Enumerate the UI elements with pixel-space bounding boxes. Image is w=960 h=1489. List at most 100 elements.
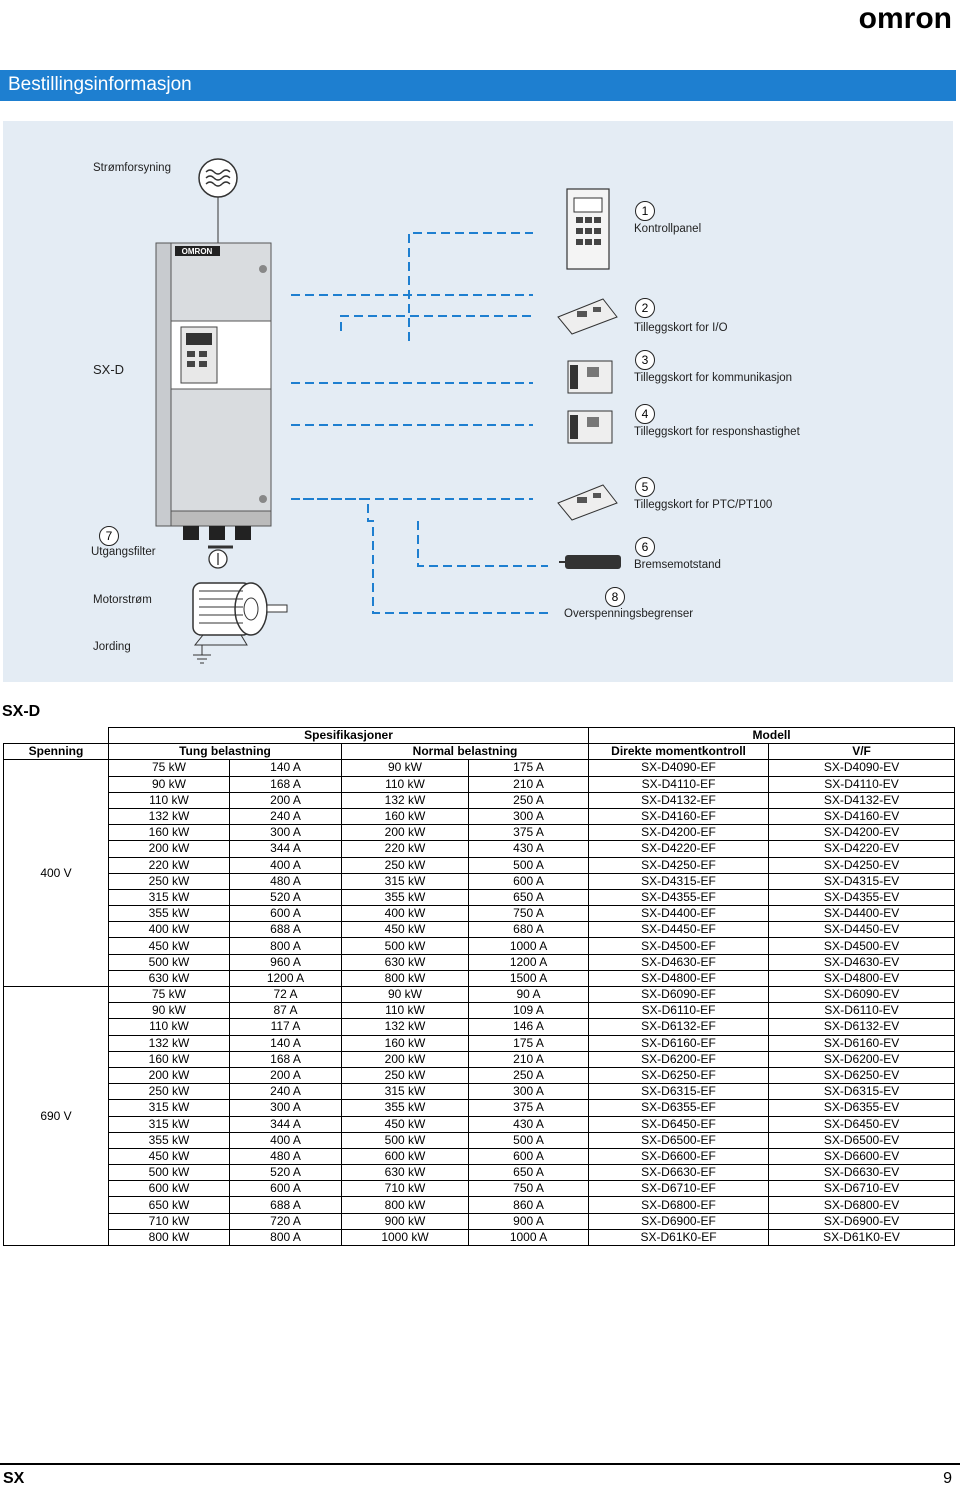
table-cell: 315 kW (108, 1099, 230, 1117)
control-panel-label: Kontrollpanel (634, 223, 702, 235)
table-cell: 160 kW (341, 1034, 469, 1052)
table-cell: 600 A (229, 1180, 342, 1198)
badge-1: 1 (635, 201, 655, 221)
table-cell: 630 kW (341, 1164, 469, 1182)
table-cell: 400 kW (341, 905, 469, 923)
table-cell: SX-D4800-EV (768, 969, 956, 988)
table-cell: 650 A (467, 888, 590, 907)
table-cell: 90 kW (108, 1002, 230, 1020)
component-diagram: OMRON (3, 121, 953, 682)
table-cell: 140 A (229, 1034, 342, 1052)
table-cell: 355 kW (341, 888, 469, 907)
table-cell: 210 A (467, 775, 590, 793)
table-cell: 480 A (229, 872, 342, 890)
table-cell: 168 A (229, 1050, 342, 1068)
table-cell: 315 kW (341, 1083, 469, 1101)
table-cell: 500 kW (341, 937, 469, 955)
control-panel-icon (566, 188, 610, 270)
omron-logo: omron (858, 2, 952, 35)
table-cell: 710 kW (108, 1212, 230, 1230)
diagram-graphics: OMRON (155, 158, 621, 664)
communication-board-label: Tilleggskort for kommunikasjon (634, 372, 793, 384)
table-cell: SX-D4160-EV (768, 807, 956, 826)
table-cell: SX-D4220-EV (768, 840, 956, 858)
table-cell: SX-D4110-EF (588, 775, 770, 793)
table-cell: SX-D4400-EV (768, 905, 956, 923)
table-cell: 146 A (467, 1018, 590, 1036)
table-cell: SX-D4110-EV (768, 775, 956, 793)
table-cell: 315 kW (341, 872, 469, 890)
table-cell: 110 kW (341, 1002, 469, 1020)
table-cell: 900 kW (341, 1212, 469, 1230)
table-cell: 250 A (467, 1066, 590, 1085)
table-cell: 200 kW (341, 824, 469, 842)
table-cell: 75 kW (108, 985, 230, 1004)
table-cell: 650 A (467, 1164, 590, 1182)
table-cell: SX-D4500-EV (768, 937, 956, 955)
table-cell: SX-D6600-EF (588, 1147, 770, 1166)
header-voltage: Spenning (3, 743, 109, 761)
speed-board-icon (567, 410, 613, 444)
table-cell: 168 A (229, 775, 342, 793)
table-cell: SX-D6900-EV (768, 1212, 956, 1230)
table-cell: SX-D6600-EV (768, 1147, 956, 1166)
table-cell: 109 A (467, 1002, 590, 1020)
table-cell: SX-D6710-EF (588, 1180, 770, 1198)
table-cell: 800 A (229, 937, 342, 955)
table-cell: 175 A (467, 759, 590, 777)
table-cell: 720 A (229, 1212, 342, 1230)
table-cell: 600 kW (108, 1180, 230, 1198)
table-cell: 250 kW (108, 1083, 230, 1101)
table-cell: SX-D6900-EF (588, 1212, 770, 1230)
table-cell: 960 A (229, 953, 342, 971)
table-cell: 800 kW (341, 1196, 469, 1214)
table-cell: 1500 A (467, 969, 590, 988)
header-model: Modell (588, 726, 956, 745)
table-cell: SX-D4500-EF (588, 937, 770, 955)
table-cell: 600 A (229, 905, 342, 923)
output-filter-icon (208, 545, 233, 569)
table-cell: SX-D6110-EV (768, 1002, 956, 1020)
table-cell: SX-D6250-EV (768, 1066, 956, 1085)
surge-arrester-label: Overspenningsbegrenser (564, 608, 694, 620)
table-cell: SX-D4220-EF (588, 840, 770, 858)
table-cell: 480 A (229, 1147, 342, 1166)
table-cell: 315 kW (108, 888, 230, 907)
table-cell: SX-D4250-EF (588, 856, 770, 874)
table-cell: 800 kW (341, 969, 469, 988)
drive-label: SX-D (93, 362, 125, 377)
table-cell: SX-D6315-EV (768, 1083, 956, 1101)
table-cell: 500 kW (341, 1131, 469, 1149)
table-cell: 140 A (229, 759, 342, 777)
table-cell: 75 kW (108, 759, 230, 777)
table-cell: 117 A (229, 1018, 342, 1036)
footer-rule (0, 1463, 960, 1465)
table-cell: 400 A (229, 856, 342, 874)
table-cell: SX-D6250-EF (588, 1066, 770, 1085)
table-cell: 1000 A (467, 1228, 590, 1247)
table-cell: 750 A (467, 1180, 590, 1198)
table-cell: 710 kW (341, 1180, 469, 1198)
table-cell: SX-D4450-EF (588, 921, 770, 939)
table-cell: 750 A (467, 905, 590, 923)
speed-board-label: Tilleggskort for responshastighet (634, 426, 800, 438)
table-cell: SX-D6500-EV (768, 1131, 956, 1149)
table-cell: 450 kW (341, 921, 469, 939)
table-cell: 200 kW (108, 840, 230, 858)
table-cell: SX-D6315-EF (588, 1083, 770, 1101)
table-cell: SX-D6090-EV (768, 985, 956, 1004)
